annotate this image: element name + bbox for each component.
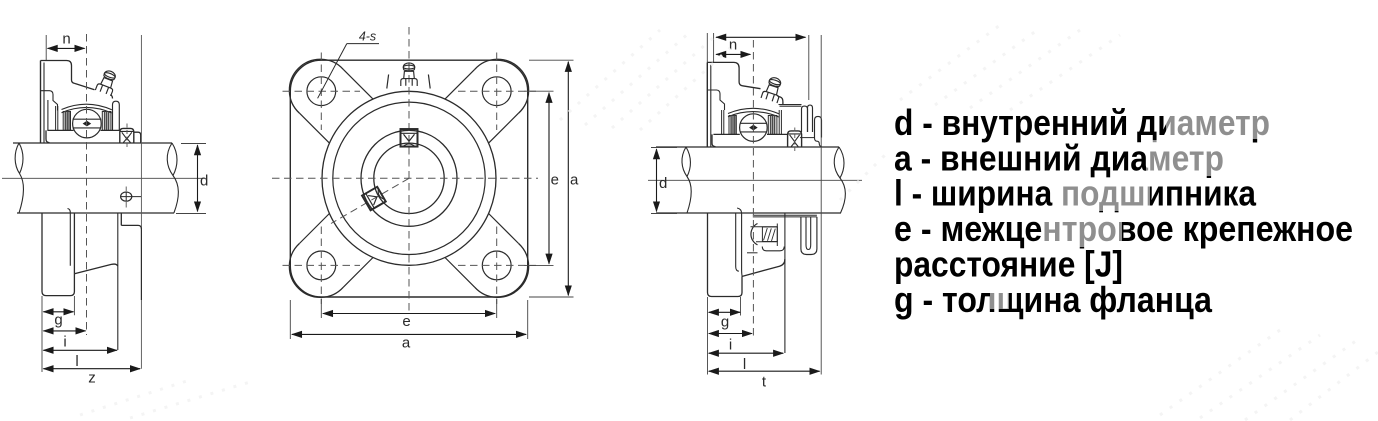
svg-text:g: g xyxy=(54,312,62,329)
svg-text:i: i xyxy=(729,337,732,354)
svg-text:e: e xyxy=(402,313,410,330)
svg-text:n: n xyxy=(729,37,737,54)
svg-text:a: a xyxy=(402,335,411,352)
svg-text:n: n xyxy=(62,31,70,48)
svg-text:z: z xyxy=(88,370,96,387)
svg-text:i: i xyxy=(63,334,66,351)
svg-text:d: d xyxy=(200,173,208,190)
svg-text:расстояние [J]: расстояние [J] xyxy=(894,244,1123,285)
svg-text:d: d xyxy=(659,175,667,192)
svg-text:g: g xyxy=(721,314,729,331)
svg-text:a: a xyxy=(570,172,579,189)
svg-text:g - толщина фланца: g - толщина фланца xyxy=(894,279,1213,320)
svg-text:t: t xyxy=(762,374,767,391)
svg-text:e: e xyxy=(551,172,559,189)
svg-text:е - межцентровое крепежное: е - межцентровое крепежное xyxy=(894,208,1353,249)
svg-text:l: l xyxy=(75,353,78,370)
svg-text:l: l xyxy=(743,356,746,373)
svg-text:4-s: 4-s xyxy=(359,30,376,44)
